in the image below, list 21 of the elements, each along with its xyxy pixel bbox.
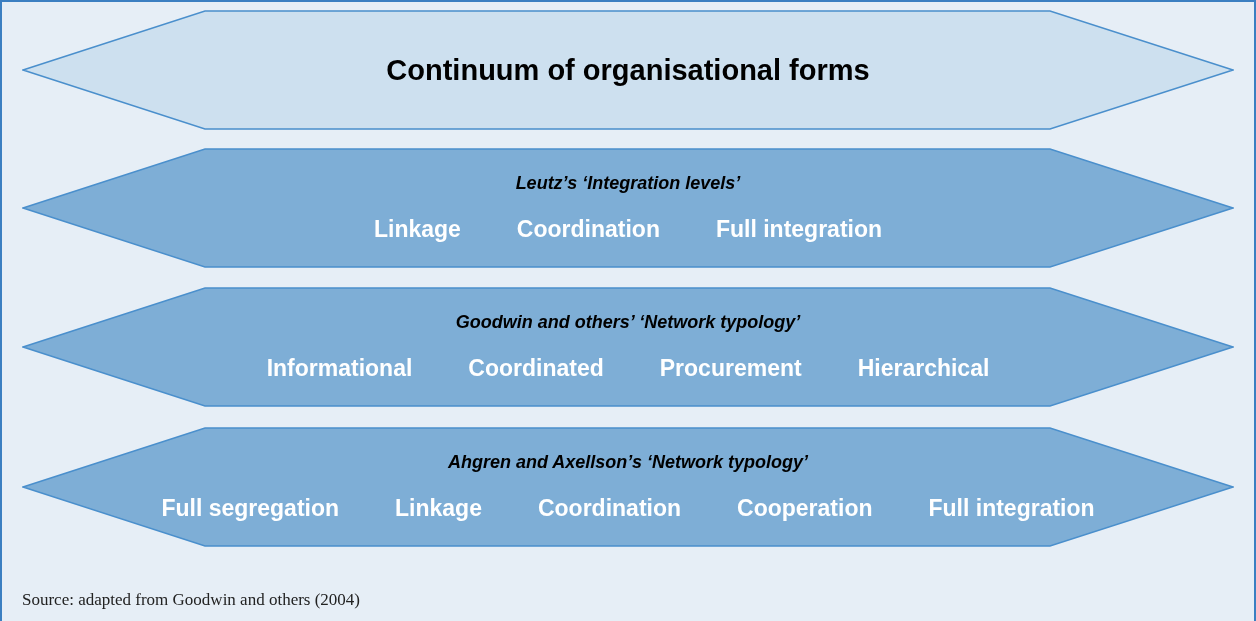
band-item: Coordinated xyxy=(468,355,604,382)
hexagon-band xyxy=(22,148,1234,268)
band-heading: Ahgren and Axellson’s ‘Network typology’ xyxy=(447,452,809,473)
hexagon-band xyxy=(22,287,1234,407)
band-item: Procurement xyxy=(659,355,802,382)
band-title: Continuum of organisational forms xyxy=(386,53,870,87)
band-item: Full segregation xyxy=(161,495,340,522)
source-caption: Source: adapted from Goodwin and others (2004) xyxy=(22,590,361,610)
band-item: Cooperation xyxy=(737,495,873,522)
band-item: Full integration xyxy=(715,216,883,243)
band-item: Informational xyxy=(266,355,413,382)
band-heading: Leutz’s ‘Integration levels’ xyxy=(515,173,741,194)
band-item: Coordination xyxy=(537,495,682,522)
hexagon-band xyxy=(22,427,1234,547)
hexagon-band xyxy=(22,10,1234,130)
band-item: Linkage xyxy=(395,495,482,522)
band-item: Linkage xyxy=(373,216,461,243)
band-item: Coordination xyxy=(516,216,660,243)
band-item: Full integration xyxy=(928,495,1095,522)
band-item: Hierarchical xyxy=(857,355,990,382)
band-heading: Goodwin and others’ ‘Network typology’ xyxy=(455,312,801,333)
